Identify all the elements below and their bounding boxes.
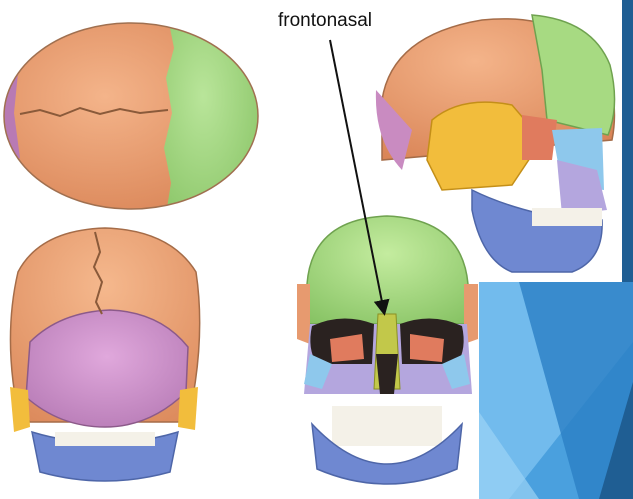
slide-accent-bar — [622, 0, 633, 282]
skull-anterior-illustration — [297, 215, 478, 485]
skull-lateral-illustration — [375, 14, 616, 273]
teeth-row — [532, 208, 602, 226]
skull-lateral-view — [372, 10, 622, 280]
teeth-row — [332, 406, 442, 446]
sphenoid-bone-region-right — [410, 334, 444, 362]
temporal-bone-region — [10, 387, 30, 432]
skull-anterior-view — [292, 214, 482, 496]
sphenoid-bone-region — [330, 334, 364, 362]
temporal-bone-region-right — [178, 387, 198, 430]
nasal-cavity — [376, 354, 398, 394]
sphenoid-bone-region — [522, 115, 557, 160]
temporal-bone-region — [426, 101, 543, 191]
slide-decorative-shapes — [479, 282, 633, 499]
zygomatic-bone-region — [304, 354, 332, 389]
parietal-bone-region — [297, 284, 310, 344]
occipital-bone-region — [25, 309, 189, 428]
parietal-bone-region-right — [464, 284, 478, 344]
mandible-region — [471, 188, 603, 273]
zygomatic-bone-region-right — [442, 354, 470, 389]
maxilla-region — [557, 160, 607, 215]
skull-superior-view — [0, 18, 262, 214]
skull-superior-illustration — [3, 22, 259, 210]
frontal-bone-region — [306, 215, 469, 325]
skull-posterior-illustration — [9, 227, 201, 482]
frontal-bone-region — [164, 23, 258, 209]
frontal-bone-region — [531, 14, 616, 136]
skull-posterior-view — [0, 222, 210, 494]
frontonasal-label: frontonasal — [278, 10, 373, 31]
mandible-region — [311, 421, 463, 485]
teeth-row — [55, 432, 155, 446]
